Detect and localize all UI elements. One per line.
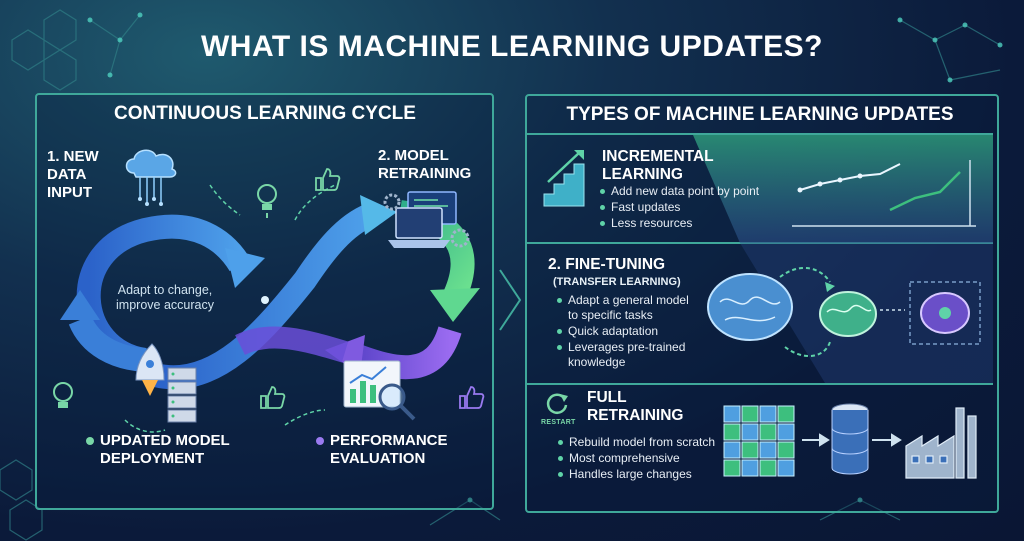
cycle-center-note: Adapt to change, improve accuracy <box>116 283 214 312</box>
cloud-data-icon <box>125 149 177 206</box>
cycle-panel-title: CONTINUOUS LEARNING CYCLE <box>114 103 416 124</box>
finetuning-bullet: Adapt a general model to specific tasks <box>557 293 707 323</box>
incremental-growth-chart-icon <box>792 160 976 227</box>
brain-icon-medium <box>819 291 877 337</box>
cycle-arrowhead-input <box>225 248 265 288</box>
step-performance-evaluation: PERFORMANCE EVALUATION <box>330 432 448 467</box>
step-new-data-input: 1. NEW DATA INPUT <box>47 148 99 201</box>
cubes-icon <box>723 405 795 477</box>
thumbs-up-icon-3 <box>459 386 485 409</box>
thumbs-up-icon-2 <box>260 386 286 409</box>
types-title-divider <box>527 133 993 135</box>
step-updated-model-deployment: UPDATED MODEL DEPLOYMENT <box>100 432 230 467</box>
full-retraining-bullet: Handles large changes <box>558 467 733 482</box>
finetuning-bullets: Adapt a general model to specific tasks … <box>557 293 707 371</box>
incremental-title: INCREMENTAL LEARNING <box>602 148 714 183</box>
brain-icon-small <box>920 292 970 334</box>
cycle-arrow-evaluation-loop <box>350 325 462 380</box>
step-model-retraining: 2. MODEL RETRAINING <box>378 147 472 182</box>
chart-magnifier-icon <box>343 360 416 421</box>
deployment-dot <box>86 437 94 445</box>
full-retraining-bullet: Most comprehensive <box>558 451 733 466</box>
factory-icon <box>905 407 977 479</box>
finetuning-divider <box>527 383 993 385</box>
lightbulb-icon <box>257 184 277 218</box>
cycle-arrowhead-evaluation <box>430 288 480 322</box>
thumbs-up-icon <box>315 168 341 191</box>
evaluation-dot <box>316 437 324 445</box>
full-retraining-bullets: Rebuild model from scratch Most comprehe… <box>558 435 733 483</box>
full-retraining-title: FULL RETRAINING <box>587 389 684 424</box>
incremental-bullet: Less resources <box>600 216 790 231</box>
restart-icon <box>546 393 568 414</box>
incremental-bullet: Add new data point by point <box>600 184 790 199</box>
full-retraining-bullet: Rebuild model from scratch <box>558 435 733 450</box>
types-panel-title: TYPES OF MACHINE LEARNING UPDATES <box>566 104 954 125</box>
stairs-icon <box>543 150 585 207</box>
rocket-server-icon <box>135 343 197 423</box>
finetuning-bullet: Leverages pre-trained knowledge <box>557 340 707 370</box>
database-icon <box>831 403 869 475</box>
finetuning-title: 2. FINE-TUNING <box>548 256 666 273</box>
finetuning-bullet: Quick adaptation <box>557 324 707 339</box>
incremental-bullet: Fast updates <box>600 200 790 215</box>
brain-transfer-icons <box>707 267 981 357</box>
main-title: WHAT IS MACHINE LEARNING UPDATES? <box>200 30 824 63</box>
lightbulb-icon-2 <box>53 382 73 408</box>
full-retraining-pipeline-icons <box>723 403 977 479</box>
cycle-arrow-crossing <box>152 203 376 390</box>
incremental-bullets: Add new data point by point Fast updates… <box>600 184 790 232</box>
finetuning-subtitle: (TRANSFER LEARNING) <box>553 276 681 288</box>
brain-icon-large <box>707 273 793 341</box>
restart-label: RESTART <box>541 419 576 426</box>
laptop-gear-icon <box>383 191 470 248</box>
